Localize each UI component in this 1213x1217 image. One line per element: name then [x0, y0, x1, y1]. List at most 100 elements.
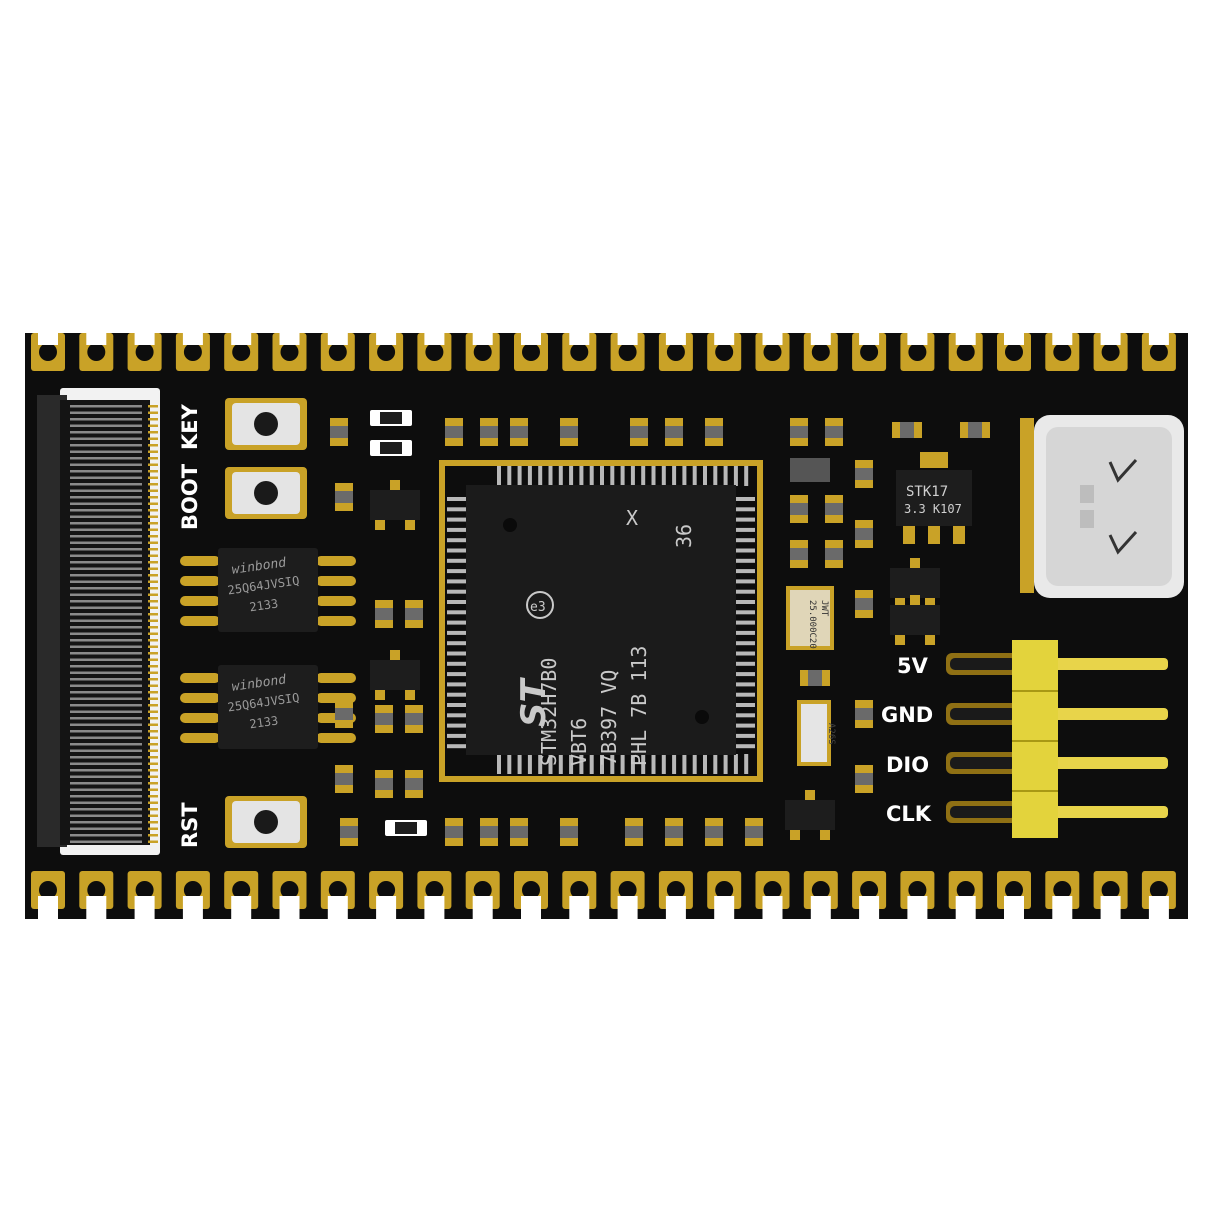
- voltage-regulator: STK17 3.3 K107: [896, 452, 972, 544]
- edge-pad: [852, 871, 887, 919]
- edge-pad: [1141, 333, 1176, 371]
- mcu-mark-x: X: [626, 506, 638, 530]
- crystal-small-text: A26S: [826, 723, 836, 745]
- fpc-connector: [37, 388, 160, 855]
- crystal-main-line2: 25.000C20: [807, 600, 817, 649]
- smd-part: [790, 495, 808, 523]
- smd-part: [330, 418, 348, 446]
- edge-pad: [658, 871, 693, 919]
- main-crystal: JWT 25.000C20: [786, 586, 834, 650]
- edge-pad: [369, 333, 404, 371]
- label-key: KEY: [178, 403, 202, 450]
- smd-part: [855, 590, 873, 618]
- sot-part: [785, 790, 835, 840]
- edge-pad: [755, 333, 790, 371]
- edge-pad: [948, 871, 983, 919]
- smd-part: [405, 770, 423, 798]
- edge-pad: [997, 871, 1031, 919]
- edge-pad: [79, 333, 114, 371]
- sot-part: [370, 650, 420, 700]
- inductor: [790, 458, 830, 482]
- edge-pad: [224, 333, 259, 371]
- regulator-line1: STK17: [906, 484, 948, 500]
- edge-pad: [755, 871, 790, 919]
- mcu-line2: VBT6: [567, 718, 591, 766]
- smd-part: [665, 818, 683, 846]
- edge-pad: [465, 333, 500, 371]
- mcu-line1: STM32H7B0: [537, 658, 561, 766]
- edge-pad: [79, 871, 114, 919]
- edge-pad: [514, 871, 548, 919]
- boot-switch: [225, 467, 307, 519]
- edge-pad: [175, 871, 210, 919]
- smd-part: [405, 600, 423, 628]
- smd-part: [892, 422, 922, 438]
- mcu-line4: PHL 7B 113: [627, 646, 651, 766]
- smd-part: [855, 520, 873, 548]
- smd-part: [560, 818, 578, 846]
- edge-pad: [658, 333, 693, 371]
- edge-pad: [320, 333, 355, 371]
- edge-pad: [900, 333, 935, 371]
- smd-part: [480, 818, 498, 846]
- smd-part: [825, 540, 843, 568]
- usb-c-connector: [1020, 415, 1184, 598]
- edge-pad: [1141, 871, 1176, 919]
- flash-chip-top: winbond 25Q64JVSIQ 2133: [180, 548, 356, 632]
- smd-part: [445, 418, 463, 446]
- smd-part: [960, 422, 990, 438]
- edge-pad: [1093, 871, 1128, 919]
- label-rst: RST: [178, 802, 202, 848]
- smd-part: [375, 770, 393, 798]
- edge-pad: [948, 333, 983, 371]
- regulator-line2: 3.3 K107: [904, 502, 962, 516]
- smd-components: [330, 410, 990, 846]
- edge-pad: [417, 871, 452, 919]
- smd-part: [560, 418, 578, 446]
- edge-pad: [127, 871, 162, 919]
- label-dio: DIO: [886, 753, 929, 777]
- edge-pad: [852, 333, 887, 371]
- smd-part: [745, 818, 763, 846]
- edge-pad: [272, 333, 307, 371]
- sot-part: [370, 480, 420, 530]
- smd-part: [705, 818, 723, 846]
- edge-pad: [31, 871, 65, 919]
- smd-part: [625, 818, 643, 846]
- rst-switch: [225, 796, 307, 848]
- sot-part: [890, 595, 940, 645]
- smd-part: [800, 670, 830, 686]
- small-crystal: A26S: [797, 700, 836, 766]
- header-pin: [946, 703, 1168, 725]
- bottom-edge-pads: [31, 871, 1176, 919]
- resistor: [370, 410, 412, 426]
- edge-pad: [465, 871, 500, 919]
- mcu-line3: 7B397 VQ: [597, 670, 621, 766]
- edge-pad: [1045, 333, 1080, 371]
- smd-part: [630, 418, 648, 446]
- edge-pad: [707, 871, 742, 919]
- mcu-mark-e3: e3: [530, 600, 546, 615]
- smd-part: [510, 418, 528, 446]
- edge-pad: [175, 333, 210, 371]
- mcu-mark-36: 36: [672, 524, 696, 548]
- edge-pad: [707, 333, 742, 371]
- smd-part: [375, 705, 393, 733]
- pin-header: [946, 640, 1168, 838]
- smd-part: [335, 700, 353, 728]
- edge-pad: [514, 333, 548, 371]
- edge-pad: [224, 871, 259, 919]
- st-logo: ST: [514, 677, 554, 727]
- edge-pad: [610, 871, 645, 919]
- edge-pad: [272, 871, 307, 919]
- smd-part: [705, 418, 723, 446]
- header-pin: [946, 752, 1168, 774]
- smd-part: [335, 765, 353, 793]
- smd-part: [480, 418, 498, 446]
- smd-part: [855, 700, 873, 728]
- label-clk: CLK: [886, 802, 932, 826]
- label-boot: BOOT: [178, 463, 202, 530]
- smd-part: [340, 818, 358, 846]
